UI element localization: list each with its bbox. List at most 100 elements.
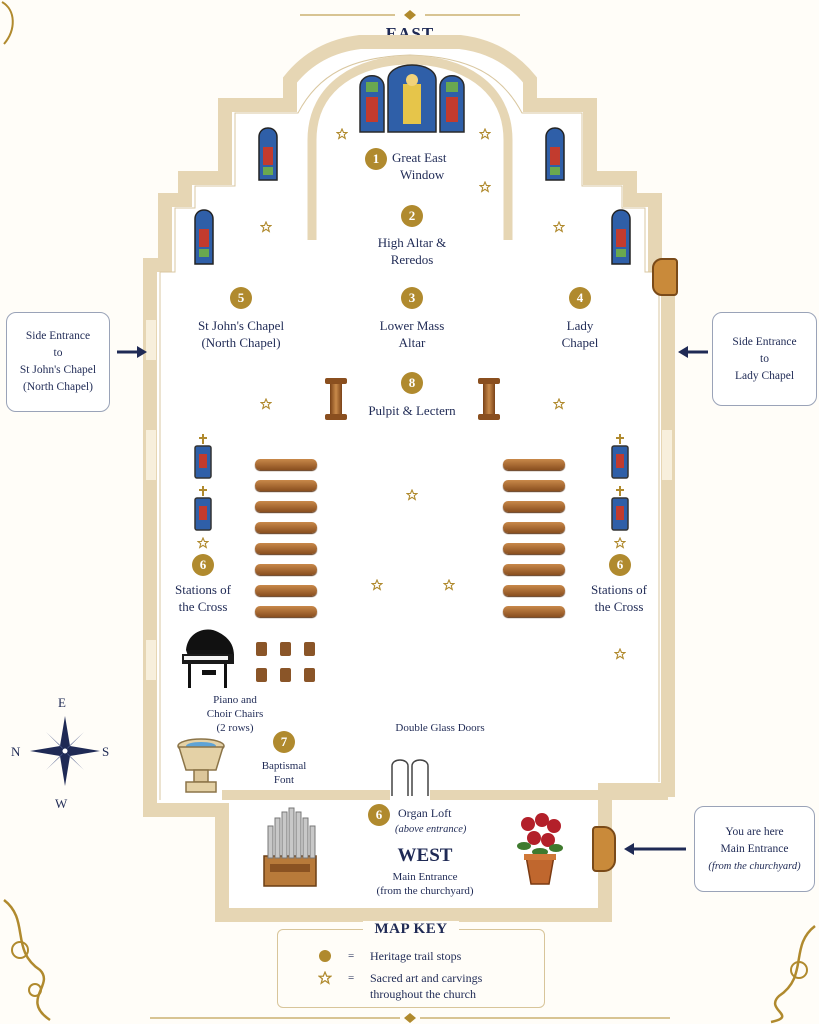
pew <box>503 459 565 470</box>
double-glass-doors-icon <box>391 759 429 796</box>
arrow-left-icon <box>624 843 686 855</box>
stop-badge[interactable]: 6 <box>192 554 214 576</box>
compass-n-label: N <box>11 744 21 759</box>
star-icon <box>553 221 565 233</box>
pew <box>255 522 317 533</box>
lectern-icon <box>478 378 500 422</box>
pew <box>503 564 565 575</box>
pew <box>503 606 565 617</box>
stop-badge[interactable]: 7 <box>273 731 295 753</box>
chair <box>304 642 315 656</box>
compass-e-label: E <box>58 695 66 710</box>
stop-badge[interactable]: 3 <box>401 287 423 309</box>
star-icon <box>336 128 348 140</box>
stop-label: High Altar &Reredos <box>377 235 447 267</box>
compass-rose-icon <box>30 716 100 786</box>
lancet-window-icon <box>194 209 214 265</box>
corner-flourish-bottom-right <box>770 925 816 1024</box>
pew <box>503 522 565 533</box>
star-icon <box>371 579 383 591</box>
main-entrance-label: Main Entrance(from the churchyard) <box>376 871 474 897</box>
star-icon <box>260 221 272 233</box>
organ-loft-label: Organ Loft <box>398 806 452 820</box>
map-key-dot-icon <box>319 950 331 962</box>
chair <box>304 668 315 682</box>
top-ornament-line <box>300 10 520 20</box>
chair <box>280 642 291 656</box>
lancet-window-icon <box>611 209 631 265</box>
corner-flourish-top-left <box>1 1 14 45</box>
west-label: WEST <box>397 845 453 866</box>
star-icon <box>553 398 565 410</box>
compass-s-label: S <box>102 744 110 759</box>
pew <box>255 459 317 470</box>
main-door-icon <box>592 826 616 872</box>
station-icon <box>194 486 212 531</box>
star-icon <box>479 128 491 140</box>
piano-icon <box>182 629 234 688</box>
doors-label: Double Glass Doors <box>395 722 485 734</box>
chair <box>256 642 267 656</box>
stop-label: St John's Chapel(North Chapel) <box>197 318 285 350</box>
station-icon <box>611 434 629 479</box>
pew <box>255 606 317 617</box>
station-icon <box>611 486 629 531</box>
station-icon <box>194 434 212 479</box>
star-icon <box>443 579 455 591</box>
organ-icon <box>263 807 317 887</box>
pulpit-icon <box>325 378 347 422</box>
baptismal-font-icon <box>177 738 225 793</box>
pew <box>503 585 565 596</box>
map-key-dot-label: Heritage trail stops <box>370 949 462 963</box>
corner-flourish-bottom-left <box>3 899 51 1022</box>
compass-w-label: W <box>55 796 68 811</box>
lancet-window-icon <box>258 127 278 181</box>
pew <box>503 543 565 554</box>
bottom-ornament-line <box>150 1013 670 1023</box>
map-key-title: MAP KEY <box>363 921 459 938</box>
pew <box>255 543 317 554</box>
stop-badge[interactable]: 2 <box>401 205 423 227</box>
star-icon <box>614 537 626 549</box>
star-icon <box>479 181 491 193</box>
map-key-eq: = <box>348 950 355 962</box>
pew <box>255 501 317 512</box>
map-key: MAP KEY = Heritage trail stops = Sacred … <box>277 921 545 1008</box>
map-key-star-icon <box>318 971 332 985</box>
stop-label: Pulpit & Lectern <box>368 403 456 418</box>
pew <box>503 480 565 491</box>
arrow-left-icon <box>678 346 708 358</box>
star-icon <box>406 489 418 501</box>
pew <box>255 585 317 596</box>
pew <box>255 480 317 491</box>
lancet-window-icon <box>545 127 565 181</box>
side-door-icon <box>652 258 678 296</box>
stop-badge[interactable]: 1 <box>365 148 387 170</box>
pew <box>503 501 565 512</box>
star-icon <box>260 398 272 410</box>
map-key-eq: = <box>348 972 355 984</box>
stop-badge[interactable]: 5 <box>230 287 252 309</box>
stop-badge[interactable]: 4 <box>569 287 591 309</box>
star-icon <box>614 648 626 660</box>
arrow-right-icon <box>117 346 147 358</box>
stop-badge[interactable]: 6 <box>609 554 631 576</box>
star-icon <box>197 537 209 549</box>
organ-loft-note: (above entrance) <box>395 824 467 835</box>
great-east-window-icon <box>359 64 465 133</box>
stop-badge[interactable]: 8 <box>401 372 423 394</box>
stop-badge[interactable]: 6 <box>368 804 390 826</box>
chair <box>280 668 291 682</box>
